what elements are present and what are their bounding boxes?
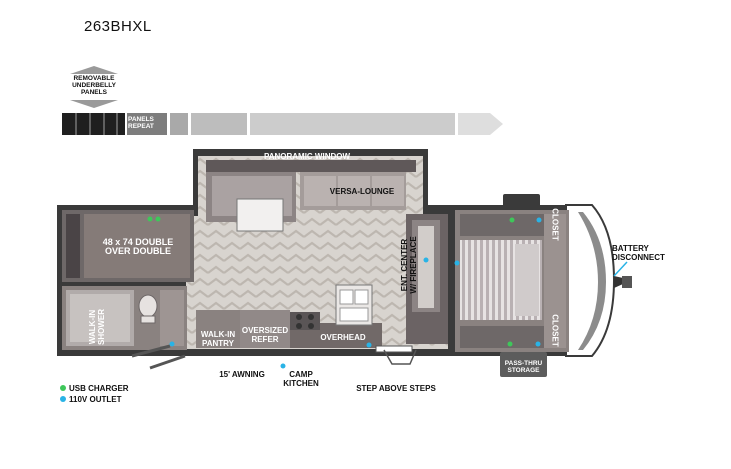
- closet-bottom-label: CLOSET: [550, 314, 560, 347]
- underbelly-label: REMOVABLE UNDERBELLY PANELS: [64, 75, 124, 96]
- entry-door: [375, 345, 417, 365]
- camp-kitchen-line: CAMP: [289, 370, 313, 379]
- rear-bed-label-line: OVER DOUBLE: [104, 246, 171, 256]
- awning: [131, 344, 186, 370]
- legend-usb-label: USB CHARGER: [69, 384, 129, 393]
- pass-thru-storage-line: STORAGE: [507, 367, 540, 374]
- battery-pointer-line: [613, 261, 628, 277]
- underbelly-label-line: UNDERBELLY: [72, 82, 116, 89]
- camp-kitchen-label: CAMP KITCHEN: [276, 370, 326, 388]
- rear-bed-label: 48 x 74 DOUBLE OVER DOUBLE: [86, 238, 190, 256]
- usb-charger-markers: [147, 216, 515, 347]
- outlet-markers: [169, 217, 542, 369]
- oversized-refer-line: REFER: [251, 335, 279, 344]
- step-above-steps-label: STEP ABOVE STEPS: [356, 384, 436, 393]
- versa-lounge-label: VERSA-LOUNGE: [329, 187, 395, 196]
- pass-thru-storage-label: PASS-THRU STORAGE: [500, 360, 547, 374]
- underbelly-label-line: PANELS: [81, 89, 107, 96]
- entertainment-center-cabinet: [406, 214, 448, 344]
- panels-repeat-line: REPEAT: [128, 123, 154, 130]
- oversized-refer-label: OVERSIZED REFER: [240, 326, 290, 344]
- walk-in-shower-line: SHOWER: [97, 309, 106, 345]
- closet-top-label: CLOSET: [550, 208, 560, 241]
- ent-center-label: ENT. CENTER W/ FIREPLACE: [400, 230, 418, 300]
- lounge-slideout: [206, 160, 416, 232]
- underbelly-panels-diagram: [62, 66, 503, 135]
- camp-kitchen-line: KITCHEN: [283, 379, 319, 388]
- overhead-label: OVERHEAD: [320, 333, 366, 342]
- outlet-dot-icon: [60, 396, 66, 402]
- awning-label: 15' AWNING: [219, 370, 265, 379]
- walk-in-shower-line: WALK-IN: [88, 309, 97, 345]
- ent-center-label-line: W/ FIREPLACE: [409, 236, 418, 294]
- walk-in-shower-label: WALK-IN SHOWER: [88, 302, 106, 352]
- panels-repeat-label: PANELS REPEAT: [128, 116, 166, 130]
- kitchen-galley: [196, 284, 382, 348]
- legend-item-outlet: 110V OUTLET: [60, 394, 129, 405]
- usb-dot-icon: [60, 385, 66, 391]
- battery-disconnect-label: BATTERY DISCONNECT: [612, 244, 682, 262]
- ent-center-label-line: ENT. CENTER: [400, 238, 409, 292]
- walk-in-pantry-line: PANTRY: [202, 339, 234, 348]
- legend-outlet-label: 110V OUTLET: [69, 395, 122, 404]
- rear-bed-label-line: 48 x 74 DOUBLE: [102, 237, 174, 247]
- battery-disconnect-line: BATTERY: [612, 244, 649, 253]
- pass-thru-storage-line: PASS-THRU: [504, 360, 543, 367]
- walk-in-pantry-label: WALK-IN PANTRY: [197, 330, 239, 348]
- panels-repeat-line: PANELS: [128, 116, 154, 123]
- rear-bunk-room: [62, 210, 194, 282]
- walk-in-pantry-line: WALK-IN: [200, 330, 236, 339]
- model-name: 263BHXL: [84, 18, 152, 35]
- legend-item-usb: USB CHARGER: [60, 383, 129, 394]
- battery-disconnect-line: DISCONNECT: [612, 253, 665, 262]
- panoramic-window-label: PANORAMIC WINDOW: [263, 152, 351, 161]
- underbelly-label-line: REMOVABLE: [73, 75, 115, 82]
- oversized-refer-line: OVERSIZED: [241, 326, 289, 335]
- legend: USB CHARGER 110V OUTLET: [60, 383, 129, 405]
- bathroom: [62, 286, 187, 350]
- front-bedroom: [455, 210, 569, 352]
